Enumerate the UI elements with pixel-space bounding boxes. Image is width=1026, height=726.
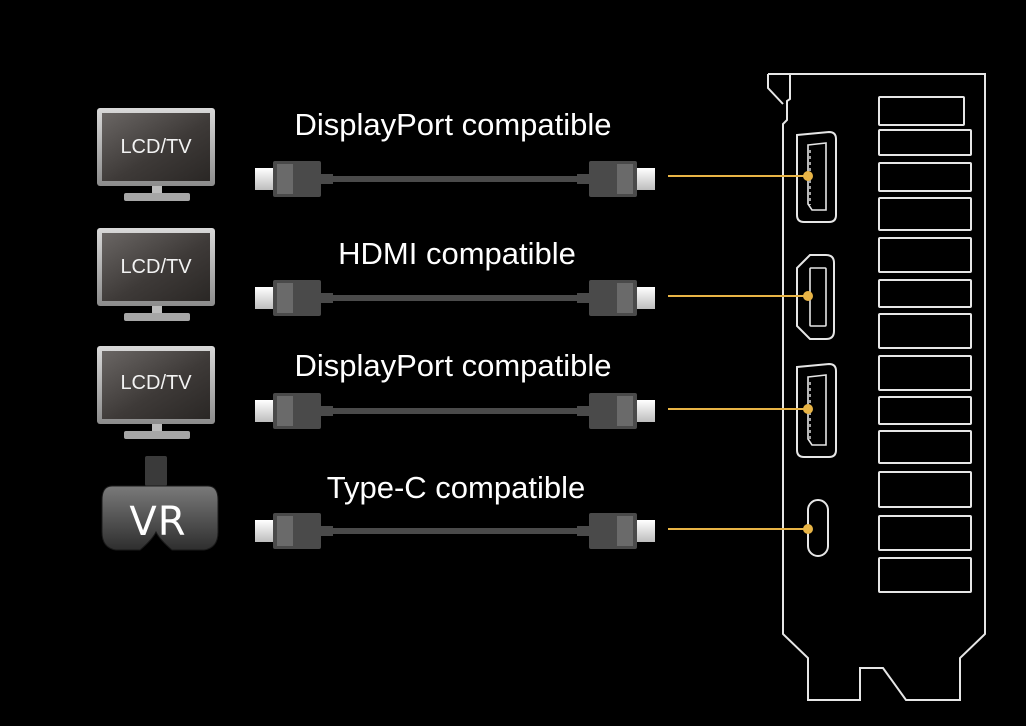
bracket-tab bbox=[767, 74, 784, 105]
monitor-icon: LCD/TV bbox=[97, 108, 215, 201]
cable bbox=[255, 161, 655, 197]
connection-row-4: VR Type-C compatible bbox=[101, 456, 813, 551]
connection-row-3: LCD/TV DisplayPort compatible bbox=[97, 346, 813, 439]
device-label: VR bbox=[129, 499, 186, 545]
monitor-icon: LCD/TV bbox=[97, 228, 215, 321]
cable bbox=[255, 393, 655, 429]
vent-slots bbox=[878, 96, 972, 593]
cable bbox=[255, 513, 655, 549]
monitor-icon: LCD/TV bbox=[97, 346, 215, 439]
device-label: LCD/TV bbox=[120, 136, 192, 158]
graphics-card-bracket bbox=[767, 73, 986, 701]
link-line bbox=[668, 524, 813, 534]
cable bbox=[255, 280, 655, 316]
connection-row-2: LCD/TV HDMI compatible bbox=[97, 228, 813, 321]
bracket-outline bbox=[768, 73, 986, 701]
link-line bbox=[668, 291, 813, 301]
device-label: LCD/TV bbox=[120, 256, 192, 278]
displayport-port-2 bbox=[796, 362, 837, 458]
link-line bbox=[668, 171, 813, 181]
connection-row-1: LCD/TV DisplayPort compatible bbox=[97, 107, 813, 201]
displayport-port-1 bbox=[796, 130, 837, 223]
cable-label: DisplayPort compatible bbox=[294, 107, 611, 142]
cable-label: DisplayPort compatible bbox=[294, 348, 611, 383]
vr-headset-icon: VR bbox=[101, 456, 219, 551]
cable-label: HDMI compatible bbox=[338, 236, 576, 271]
cable-label: Type-C compatible bbox=[327, 470, 585, 505]
link-line bbox=[668, 404, 813, 414]
device-label: LCD/TV bbox=[120, 372, 192, 394]
